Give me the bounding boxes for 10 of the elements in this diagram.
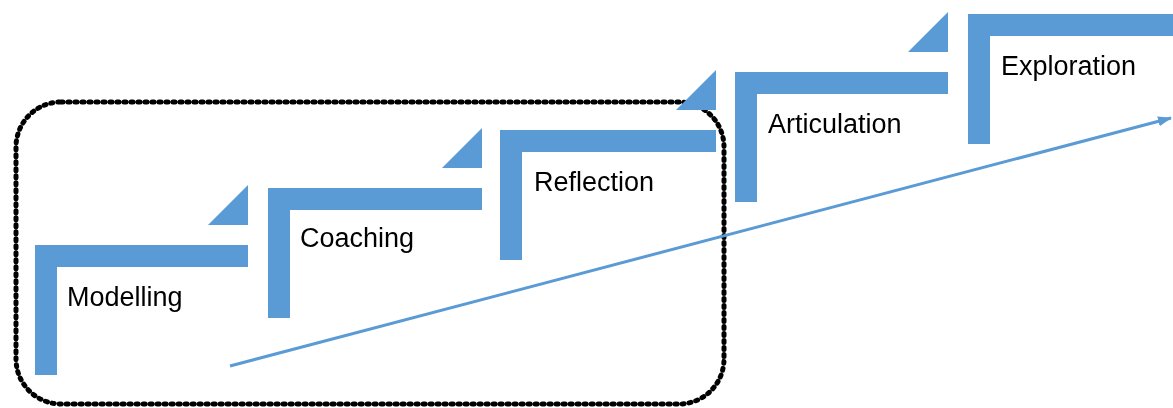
step-label: Coaching [300, 224, 415, 254]
step-label: Articulation [768, 110, 902, 140]
step-shape [500, 130, 716, 260]
step-shape [268, 188, 482, 318]
step-label: Reflection [534, 168, 655, 198]
step-label: Exploration [1001, 52, 1137, 82]
step-shape [735, 72, 948, 202]
step-shape [35, 245, 248, 375]
step-shape [968, 14, 1173, 144]
step-label: Modelling [67, 283, 183, 313]
